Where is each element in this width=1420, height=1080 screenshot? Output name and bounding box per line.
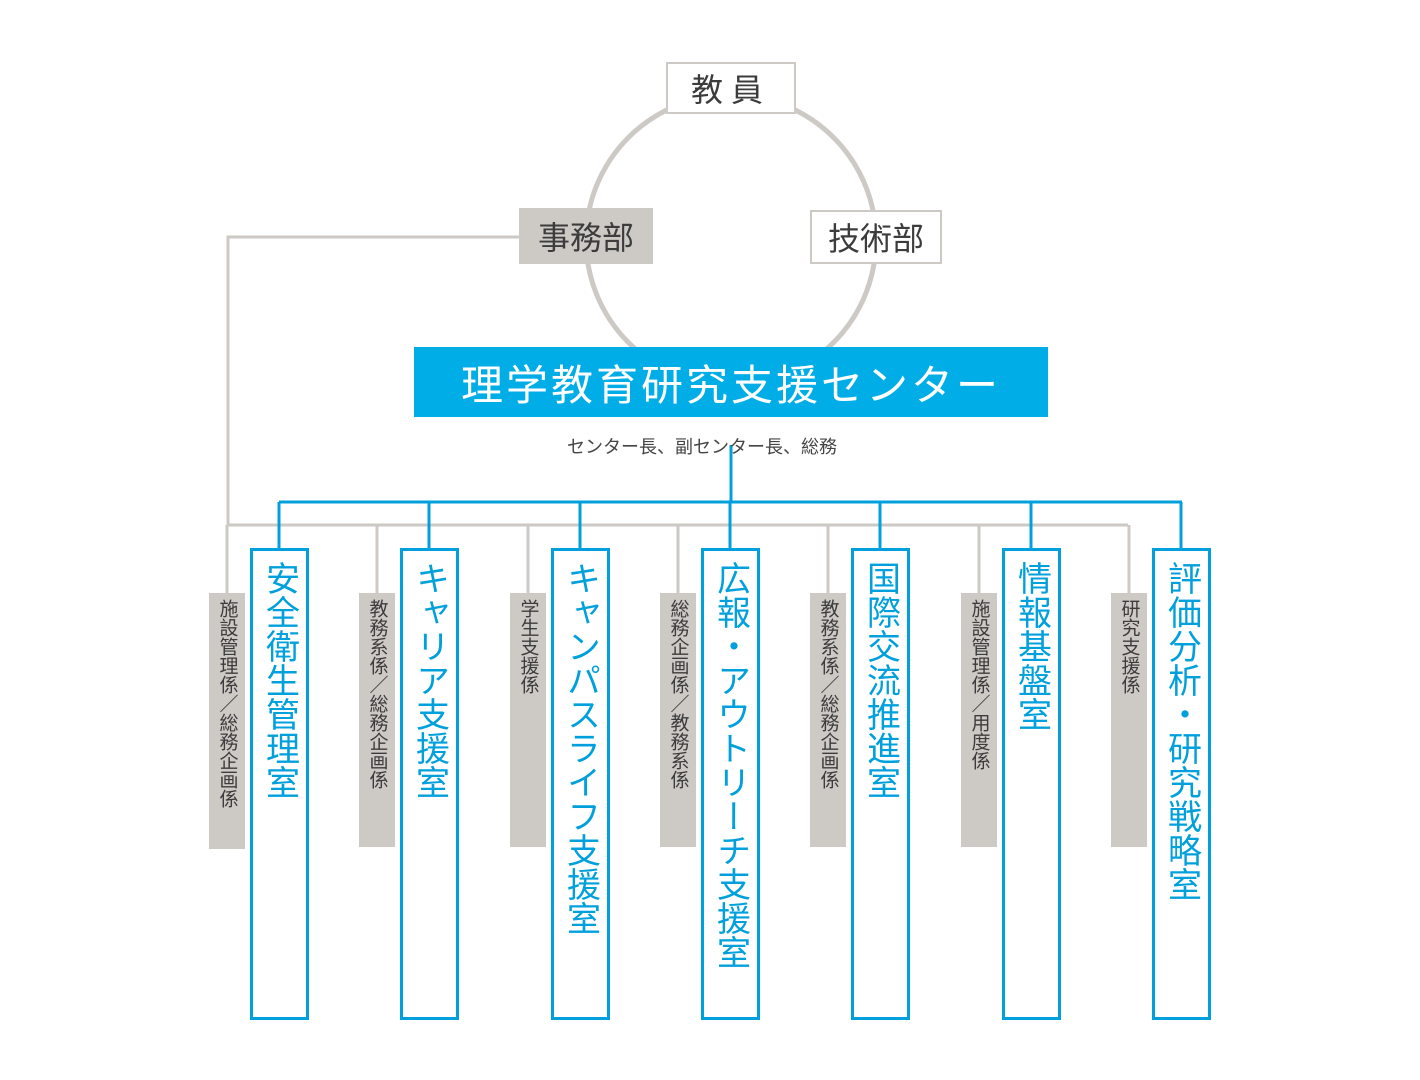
office-box: キャンパスライフ支援室 [551, 548, 610, 1020]
office-box: 安全衛生管理室 [250, 548, 309, 1020]
admin-label: 事務部 [537, 219, 634, 257]
office-box: キャリア支援室 [400, 548, 459, 1020]
admin-drop-lines [225, 525, 1131, 593]
section-box: 教務系係／総務企画係 [810, 593, 846, 847]
section-box: 教務系係／総務企画係 [359, 593, 395, 847]
center-node: 理学教育研究支援センター [414, 347, 1048, 417]
center-label: 理学教育研究支援センター [460, 360, 1001, 410]
office-box: 情報基盤室 [1002, 548, 1061, 1020]
faculty-label: 教員 [690, 71, 771, 109]
office-box: 評価分析・研究戦略室 [1152, 548, 1211, 1020]
office-drop-lines [277, 502, 1183, 549]
tech-label: 技術部 [827, 220, 924, 258]
office-box: 国際交流推進室 [851, 548, 910, 1020]
section-box: 施設管理係／総務企画係 [209, 593, 245, 849]
section-box: 研究支援係 [1111, 593, 1147, 847]
office-box: 広報・アウトリーチ支援室 [701, 548, 760, 1020]
section-box: 総務企画係／教務系係 [660, 593, 696, 847]
faculty-node: 教員 [666, 62, 796, 114]
section-box: 施設管理係／用度係 [961, 593, 997, 847]
section-box: 学生支援係 [510, 593, 546, 847]
center-caption: センター長、副センター長、総務 [567, 437, 837, 458]
admin-node: 事務部 [519, 208, 653, 264]
tech-node: 技術部 [810, 210, 942, 264]
